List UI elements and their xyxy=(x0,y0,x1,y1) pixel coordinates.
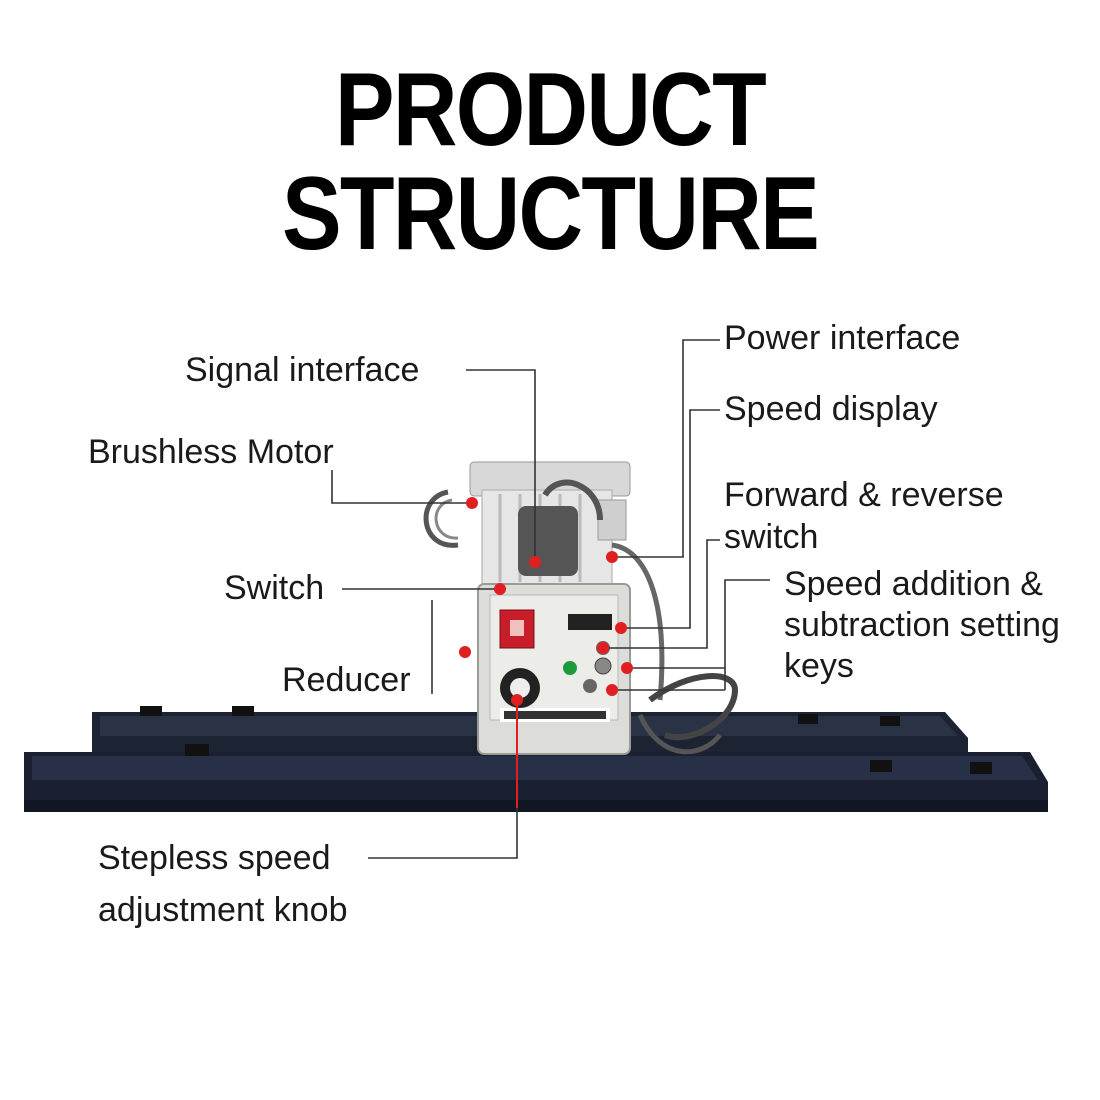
label-stepless-knob: Stepless speed adjustment knob xyxy=(98,832,348,936)
brushless-motor xyxy=(423,461,631,587)
marker-reducer xyxy=(459,646,471,658)
marker-speed-keys-2 xyxy=(606,684,618,696)
label-stepless-line2: adjustment knob xyxy=(98,891,348,929)
label-forward-reverse: Forward & reverse switch xyxy=(724,474,1004,558)
label-stepless-line1: Stepless speed xyxy=(98,839,331,877)
label-speed-display: Speed display xyxy=(724,390,938,428)
page-title: PRODUCT STRUCTURE xyxy=(281,52,820,272)
marker-brushless-motor xyxy=(466,497,478,509)
marker-speed-display xyxy=(615,622,627,634)
label-reducer: Reducer xyxy=(282,661,411,699)
label-power-interface: Power interface xyxy=(724,319,961,357)
marker-stepless-knob xyxy=(511,694,523,706)
marker-signal-interface xyxy=(529,556,541,568)
label-speed-keys: Speed addition & subtraction setting key… xyxy=(784,564,1060,687)
marker-dots xyxy=(459,497,633,706)
label-speed-add-line1: Speed addition & xyxy=(784,565,1043,603)
label-signal-interface: Signal interface xyxy=(185,351,420,389)
label-speed-add-line3: keys xyxy=(784,647,854,685)
label-brushless-motor: Brushless Motor xyxy=(88,433,334,471)
marker-switch xyxy=(494,583,506,595)
marker-power-interface xyxy=(606,551,618,563)
marker-speed-keys xyxy=(621,662,633,674)
label-switch: Switch xyxy=(224,569,325,607)
label-forward-line1: Forward & reverse xyxy=(724,476,1004,514)
marker-forward-reverse xyxy=(597,642,609,654)
label-speed-add-line2: subtraction setting xyxy=(784,606,1060,644)
label-forward-line2: switch xyxy=(724,518,819,556)
control-box xyxy=(477,583,631,755)
